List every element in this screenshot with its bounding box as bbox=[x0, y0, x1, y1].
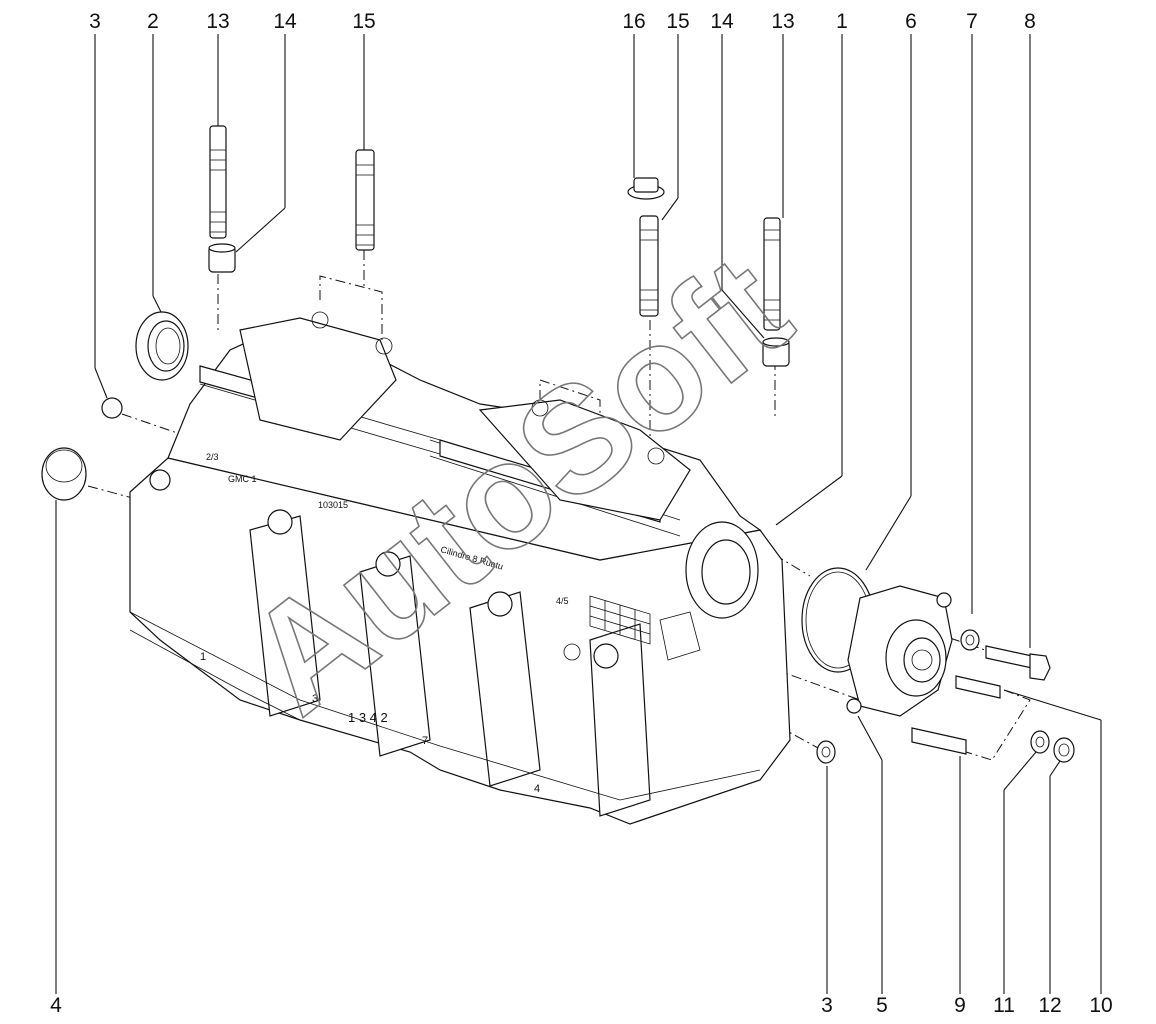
callout-16: 16 bbox=[622, 10, 645, 33]
callout-2: 2 bbox=[147, 10, 159, 33]
nut-12 bbox=[1053, 737, 1075, 763]
nut-16 bbox=[627, 177, 665, 200]
callout-5: 5 bbox=[876, 994, 888, 1017]
callout-4: 4 bbox=[50, 994, 62, 1017]
callout-6: 6 bbox=[905, 10, 917, 33]
housing-5 bbox=[846, 585, 953, 717]
mark-7: 7 bbox=[422, 735, 428, 747]
plug-3-top bbox=[101, 397, 123, 419]
callout-1: 1 bbox=[836, 10, 848, 33]
leader-lines bbox=[55, 34, 1102, 994]
callout-13-left: 13 bbox=[206, 10, 229, 33]
callout-15-right: 15 bbox=[666, 10, 689, 33]
callout-9: 9 bbox=[954, 994, 966, 1017]
mark-3: 3 bbox=[312, 693, 318, 705]
cap-4 bbox=[41, 447, 87, 501]
dowel-14-right bbox=[762, 337, 790, 367]
cylinder-head bbox=[129, 311, 791, 825]
mark-2-3: 2/3 bbox=[206, 452, 219, 462]
callout-8: 8 bbox=[1024, 10, 1036, 33]
callout-11: 11 bbox=[993, 994, 1015, 1017]
callout-12: 12 bbox=[1038, 994, 1061, 1017]
callout-7: 7 bbox=[966, 10, 978, 33]
callout-3-top: 3 bbox=[89, 10, 101, 33]
callout-13-right: 13 bbox=[771, 10, 794, 33]
callout-3-bottom: 3 bbox=[821, 994, 833, 1017]
stud-13-right bbox=[763, 217, 781, 331]
stud-15-right bbox=[639, 215, 659, 317]
mark-gmc: GMC 1 bbox=[228, 474, 257, 484]
mark-4: 4 bbox=[534, 783, 540, 795]
stud-9 bbox=[911, 727, 967, 755]
stud-13-left bbox=[209, 125, 227, 239]
washer-7 bbox=[960, 629, 980, 651]
mark-1: 1 bbox=[200, 651, 206, 663]
callout-10: 10 bbox=[1089, 994, 1112, 1017]
stud-15-left bbox=[355, 149, 375, 251]
oil-seal-2 bbox=[135, 311, 189, 381]
dowel-14-left bbox=[208, 243, 236, 273]
stud-10 bbox=[955, 675, 1001, 699]
plug-3-bottom bbox=[816, 740, 836, 764]
bolt-8 bbox=[985, 645, 1051, 681]
mark-4-5: 4/5 bbox=[556, 596, 569, 606]
callout-15-left: 15 bbox=[352, 10, 375, 33]
callout-14-left: 14 bbox=[273, 10, 297, 33]
washer-11 bbox=[1030, 730, 1050, 754]
callout-14-right: 14 bbox=[710, 10, 734, 33]
mark-firing-order: 1 3 4 2 bbox=[348, 710, 388, 725]
mark-part-number: 103015 bbox=[318, 500, 348, 510]
